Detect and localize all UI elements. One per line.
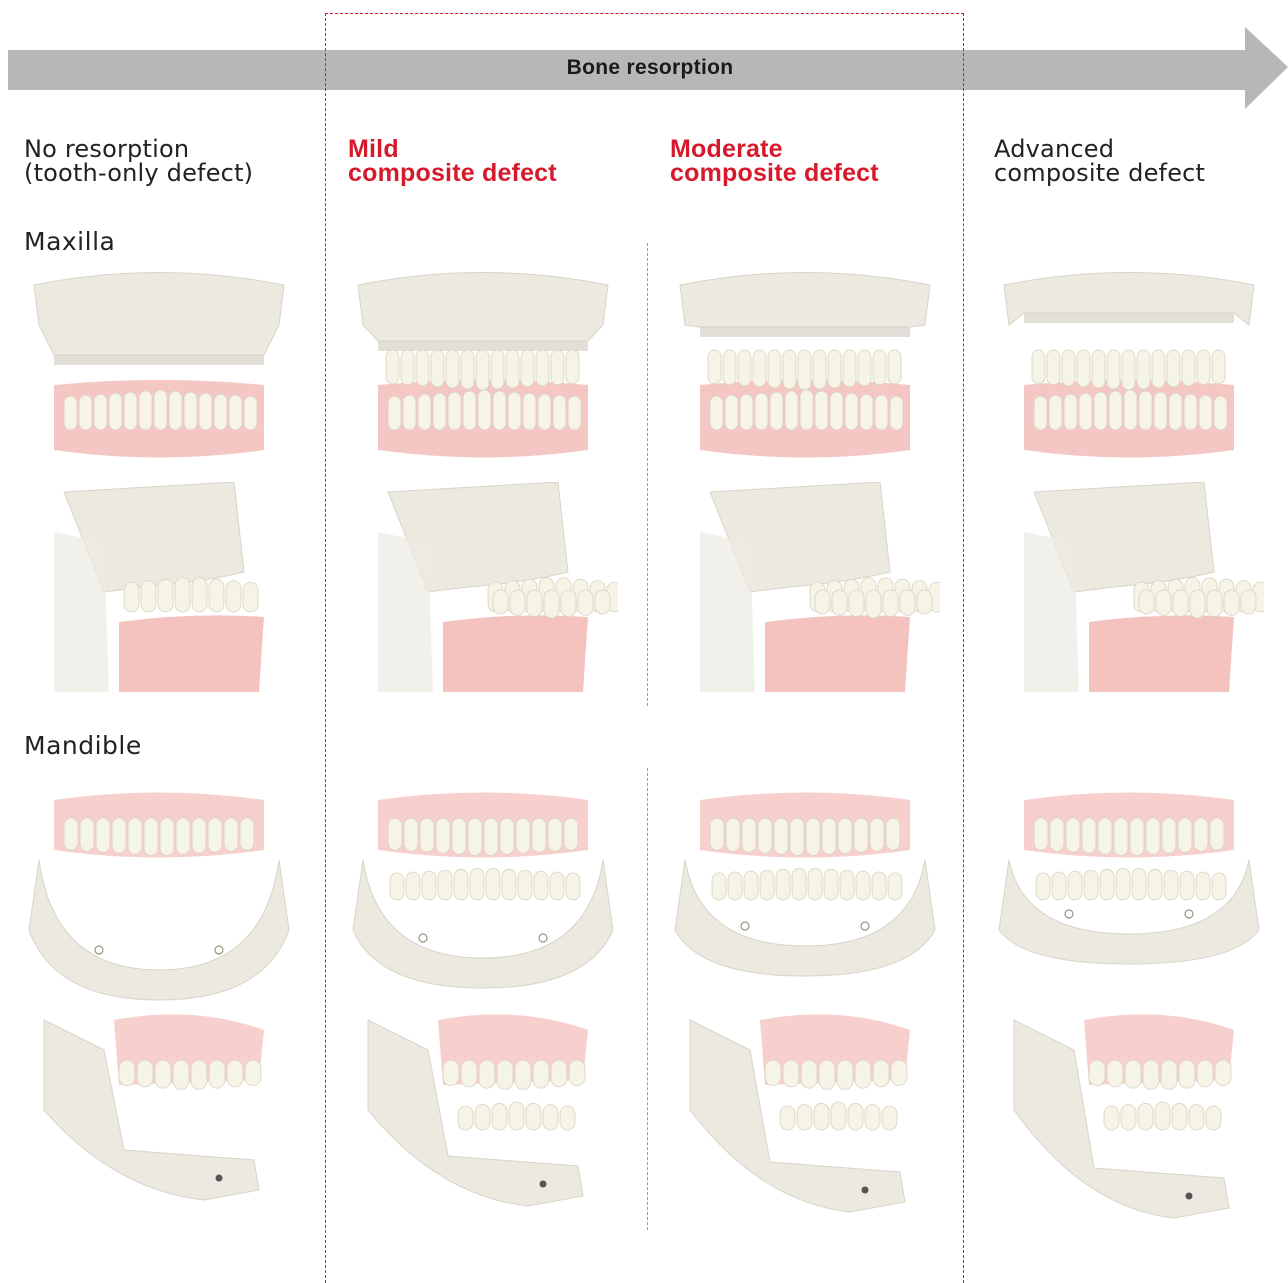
row-label-maxilla: Maxilla	[24, 227, 115, 256]
mandible-lateral-moderate-illustration	[670, 1000, 940, 1225]
mandible-lateral-advanced-illustration	[994, 1000, 1264, 1225]
mandible-frontal-advanced-illustration	[994, 780, 1264, 1005]
maxilla-lateral-advanced-illustration	[994, 482, 1264, 707]
mandible-lateral-mild-illustration	[348, 1000, 618, 1225]
row-label-mandible: Mandible	[24, 731, 142, 760]
maxilla-lateral-mild-illustration	[348, 482, 618, 707]
mandible-frontal-no-resorption-illustration	[24, 780, 294, 1005]
separator-maxilla	[647, 243, 648, 706]
maxilla-lateral-no-resorption-illustration	[24, 482, 294, 707]
mandible-frontal-mild-illustration	[348, 780, 618, 1005]
maxilla-frontal-no-resorption-illustration	[24, 265, 294, 490]
mandible-frontal-moderate-illustration	[670, 780, 940, 1005]
maxilla-frontal-moderate-illustration	[670, 265, 940, 490]
column-header-no-resorption: No resorption(tooth-only defect)	[24, 137, 253, 185]
maxilla-lateral-moderate-illustration	[670, 482, 940, 707]
separator-mandible	[647, 768, 648, 1230]
mandible-lateral-no-resorption-illustration	[24, 1000, 294, 1225]
maxilla-frontal-advanced-illustration	[994, 265, 1264, 490]
maxilla-frontal-mild-illustration	[348, 265, 618, 490]
